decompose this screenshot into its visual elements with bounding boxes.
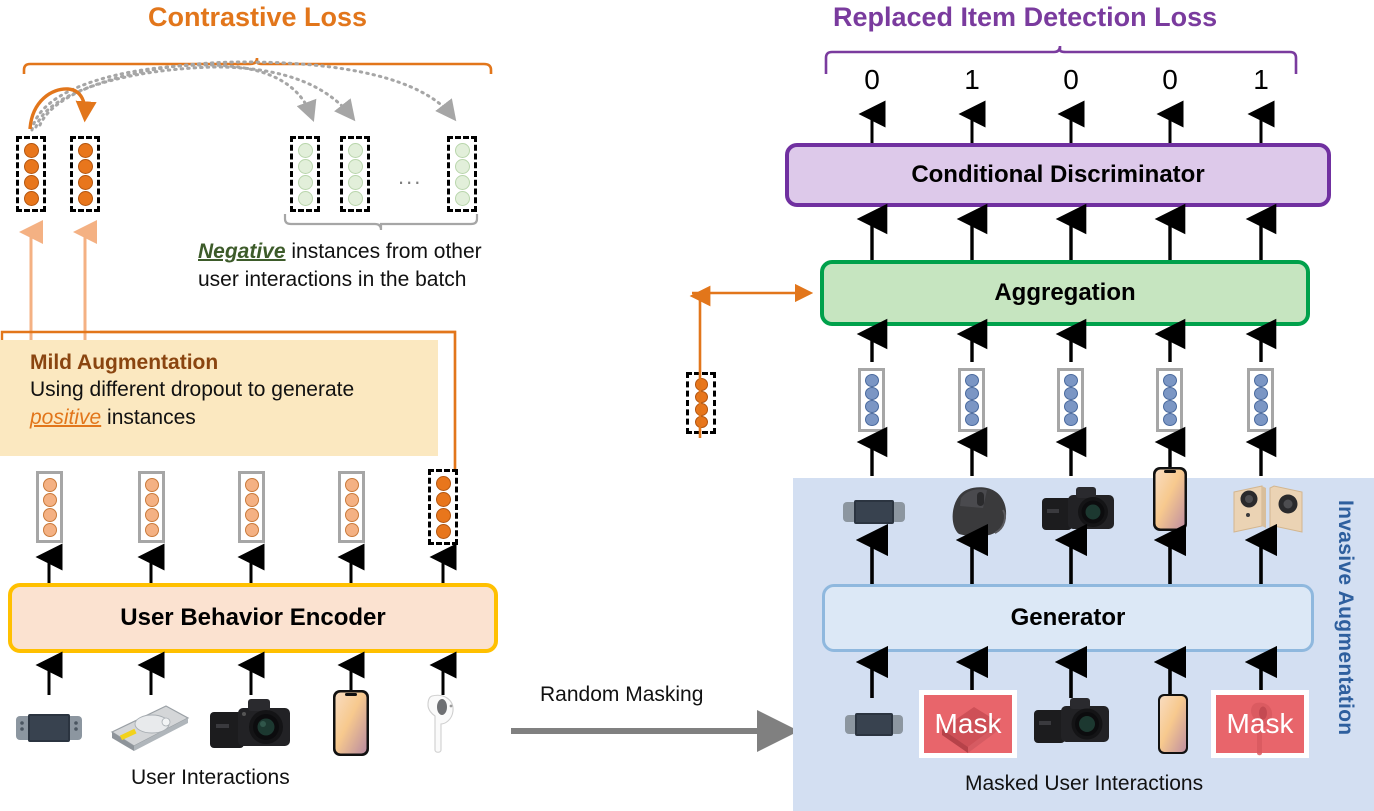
mask-tile: Mask (1211, 690, 1309, 758)
encoder-output-arrows (35, 543, 457, 585)
discriminator-output-1: 1 (964, 64, 980, 95)
item-embedding-vector (1247, 368, 1274, 432)
discriminator-output-0: 0 (864, 64, 880, 95)
mild-augmentation-line2: positive instances (30, 404, 424, 431)
encoder-output-vector (238, 471, 265, 543)
mild-augmentation-heading: Mild Augmentation (30, 351, 219, 374)
mild-augmentation-arrows (19, 220, 97, 355)
dslr-camera-icon (210, 699, 290, 748)
negative-instances-caption-line2: user interactions in the batch (198, 268, 467, 291)
positive-embedding-vector (16, 136, 46, 212)
mask-tile-label: Mask (934, 708, 1002, 739)
handheld-console-icon (16, 714, 82, 742)
conditional-discriminator-label: Conditional Discriminator (911, 161, 1205, 188)
negative-vectors-ellipsis: ... (398, 164, 423, 189)
smartphone-icon (1153, 467, 1187, 531)
speaker-pair-icon (1233, 485, 1303, 533)
negative-pair-dotted-arrows (28, 60, 457, 132)
encoder-output-vector-selected (428, 469, 458, 545)
augmentation-connector-lines (0, 330, 457, 496)
item-embedding-vector (858, 368, 885, 432)
mild-augmentation-line1: Using different dropout to generate (30, 378, 355, 402)
hard-drive-icon (110, 705, 190, 751)
user-behavior-encoder-label: User Behavior Encoder (120, 604, 386, 631)
positive-emphasis: positive (30, 405, 102, 429)
handheld-console-icon (843, 500, 905, 524)
handheld-console-icon (845, 713, 903, 736)
mild-augmentation-callout: Mild Augmentation Using different dropou… (0, 340, 438, 456)
negative-instances-caption: Negative instances from other (198, 238, 482, 265)
user-interactions-caption: User Interactions (131, 766, 290, 789)
encoder-output-vector (36, 471, 63, 543)
random-masking-arrow (511, 710, 799, 752)
aggregation-label: Aggregation (994, 279, 1136, 306)
negative-emphasis: Negative (198, 240, 286, 263)
negative-group-brace (283, 214, 479, 231)
discriminator-output-4: 1 (1253, 64, 1269, 95)
item-embeddings-to-aggregation-arrows (856, 318, 1277, 362)
aggregation-box[interactable]: Aggregation (820, 260, 1310, 326)
generated-items-to-embeddings-arrows (856, 426, 1277, 476)
conditional-discriminator-box[interactable]: Conditional Discriminator (785, 143, 1331, 207)
encoder-output-vector (138, 471, 165, 543)
masked-earbud-ghost (1251, 702, 1273, 756)
random-masking-label: Random Masking (540, 683, 704, 706)
item-embedding-vector (1156, 368, 1183, 432)
negative-embedding-vector (340, 136, 370, 212)
smartphone-icon (333, 690, 369, 756)
discriminator-output-2: 0 (1063, 64, 1079, 95)
mild-line2-tail: instances (101, 405, 196, 429)
dslr-camera-icon (1042, 487, 1114, 530)
generator-label: Generator (1010, 604, 1126, 631)
user-embedding-to-aggregation-arrow (692, 283, 814, 303)
dslr-camera-icon (1034, 698, 1109, 743)
negative-embedding-vector (447, 136, 477, 212)
contrastive-loss-brace (22, 57, 493, 74)
discriminator-output-3: 0 (1162, 64, 1178, 95)
discriminator-output-arrows (858, 100, 1275, 144)
contrastive-loss-title: Contrastive Loss (148, 2, 368, 32)
mask-tile: Mask (919, 690, 1017, 758)
masked-user-interactions-caption: Masked User Interactions (965, 772, 1204, 795)
invasive-augmentation-label: Invasive Augmentation (1334, 500, 1357, 736)
item-embedding-vector (958, 368, 985, 432)
mask-tile-label: Mask (1226, 708, 1294, 739)
generator-output-arrows (855, 523, 1278, 584)
masked-hard-drive-ghost (942, 707, 1000, 753)
earbud-icon (427, 694, 454, 753)
negative-embedding-vector (290, 136, 320, 212)
aggregation-to-discriminator-arrows (856, 203, 1277, 261)
replaced-item-detection-brace (824, 45, 1298, 74)
encoder-output-vector (338, 471, 365, 543)
generator-box[interactable]: Generator (822, 584, 1314, 652)
negative-caption-tail: instances from other (285, 240, 482, 263)
user-behavior-encoder-box[interactable]: User Behavior Encoder (8, 583, 498, 653)
smartphone-icon (1158, 694, 1188, 754)
item-embedding-vector (1057, 368, 1084, 432)
replaced-item-detection-loss-title: Replaced Item Detection Loss (833, 2, 1218, 32)
positive-embedding-vector (70, 136, 100, 212)
user-embedding-riser (689, 285, 711, 438)
